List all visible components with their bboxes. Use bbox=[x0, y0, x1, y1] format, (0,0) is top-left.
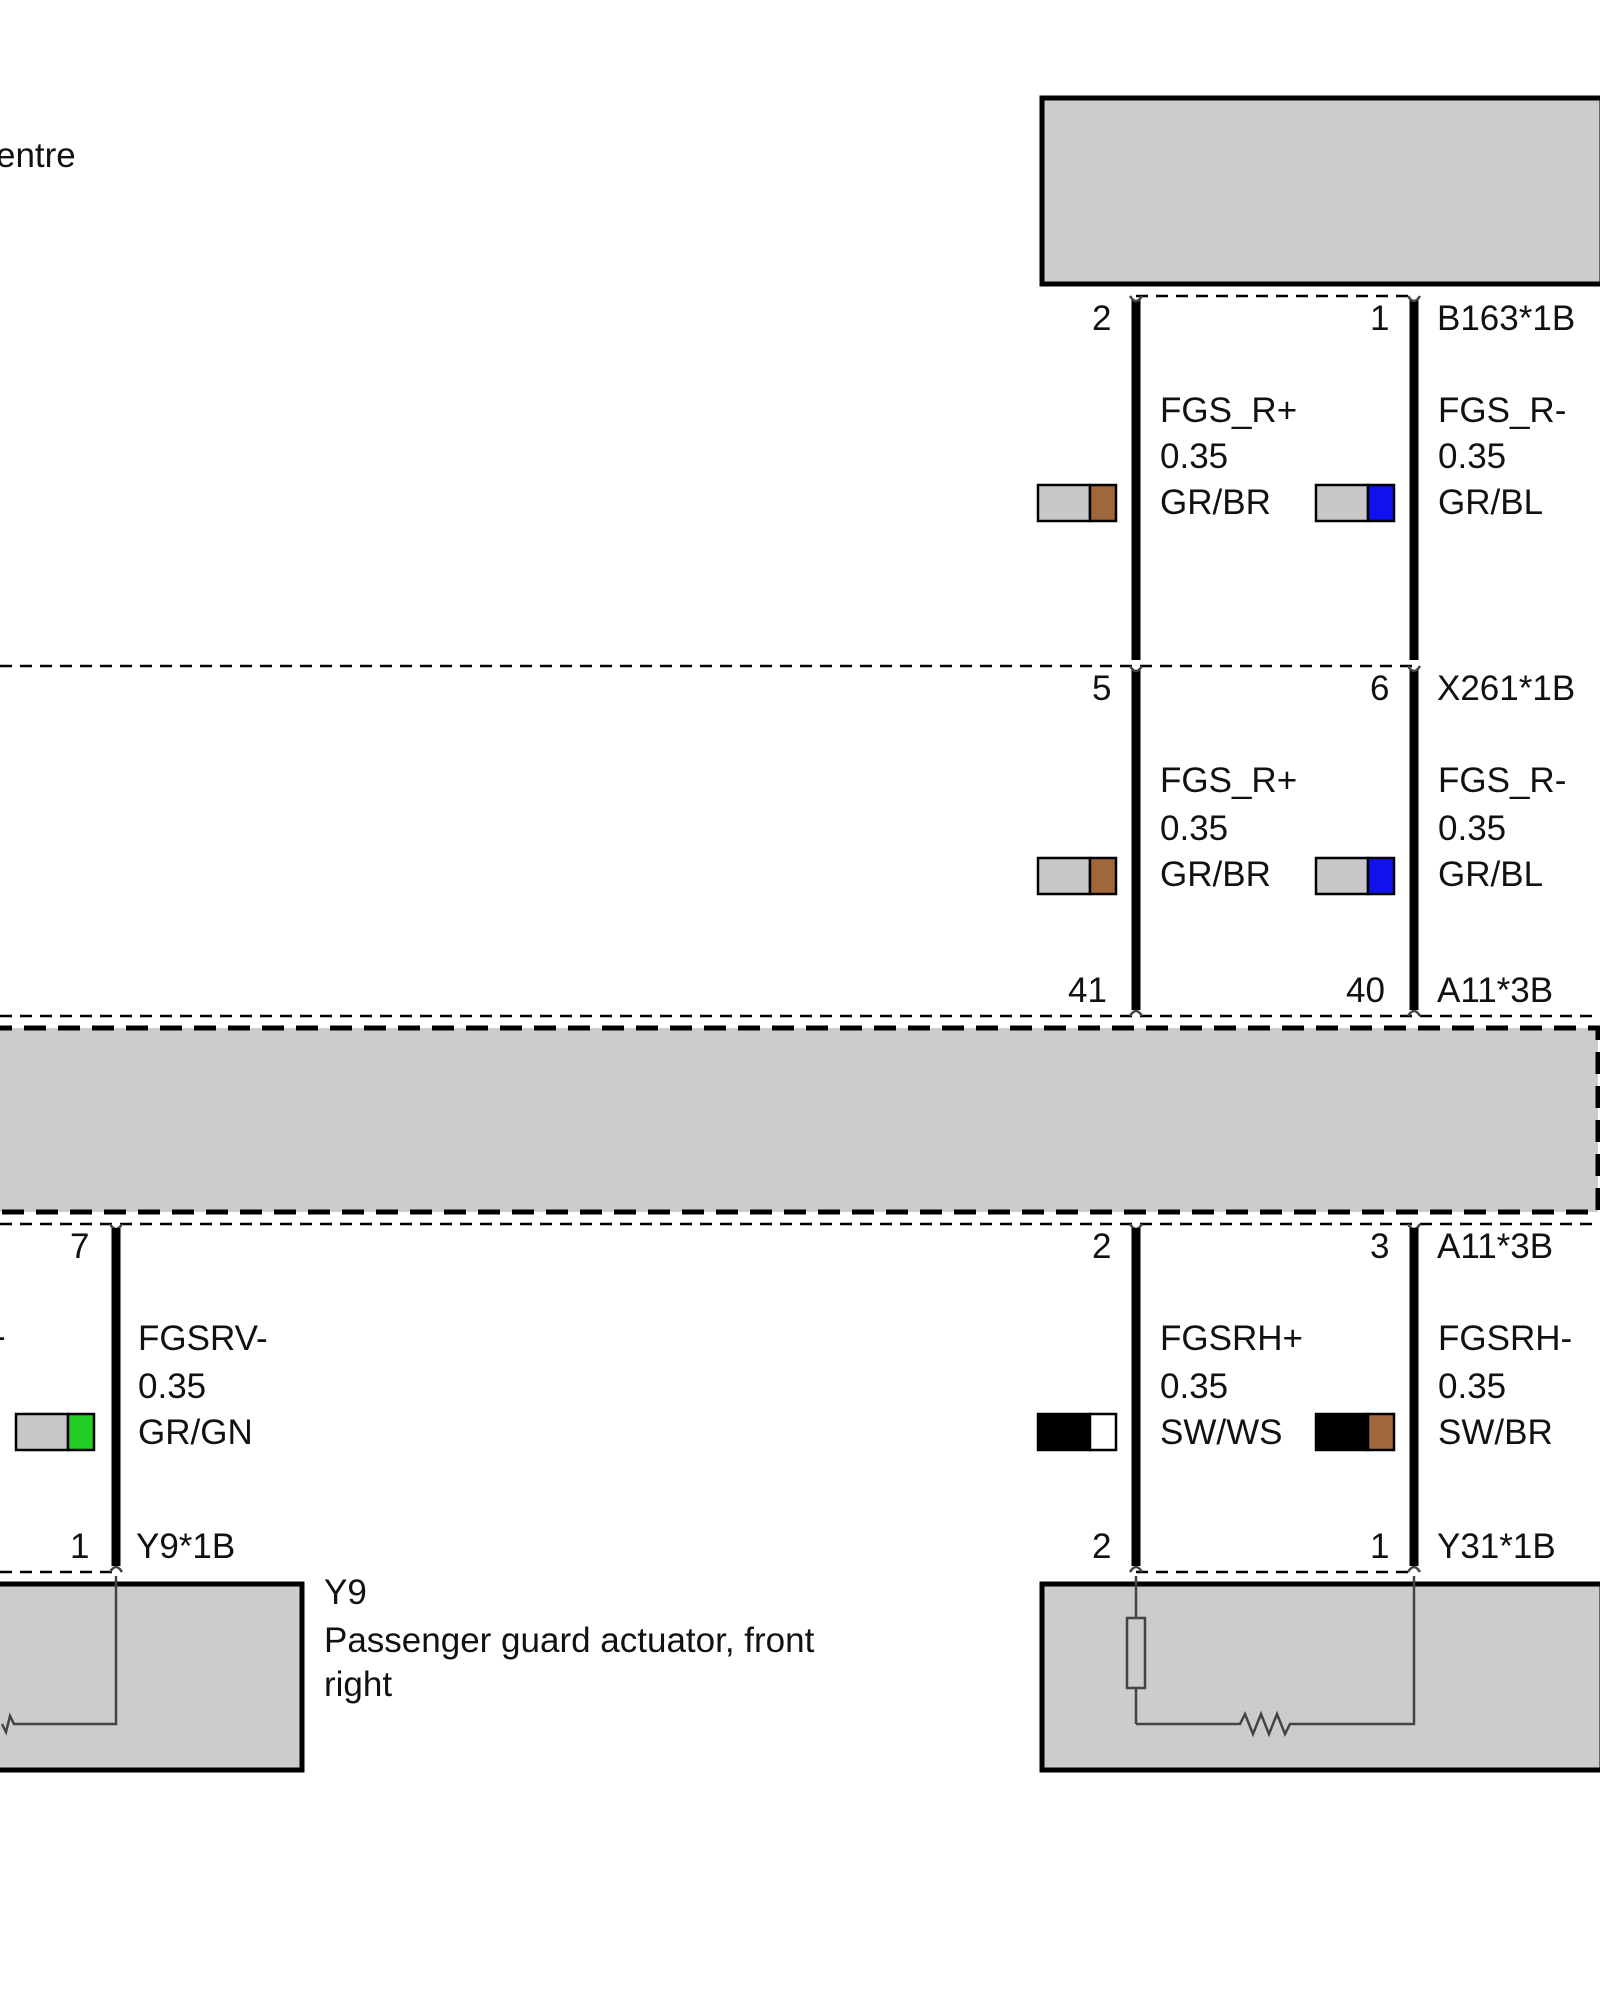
wire-signal: FGS_R- bbox=[1438, 761, 1566, 800]
color-swatch-gr bbox=[1036, 483, 1092, 523]
color-swatch-sw bbox=[1314, 1412, 1370, 1452]
wire-size: 0.35 bbox=[1438, 809, 1506, 848]
wire-signal: FGS_R+ bbox=[1160, 391, 1297, 430]
wire-signal: FGS_R+ bbox=[1160, 761, 1297, 800]
y9-desc-line2: right bbox=[324, 1665, 392, 1704]
wire-color: GR/BL bbox=[1438, 483, 1543, 522]
a11-top-connector-label: A11*3B bbox=[1437, 971, 1553, 1010]
y9-internal-circuit bbox=[0, 1576, 118, 1736]
x261-pin-right: 6 bbox=[1370, 669, 1389, 708]
resistor-zigzag-icon bbox=[1136, 1576, 1416, 1738]
a11-bottom-connector-label: A11*3B bbox=[1437, 1227, 1553, 1266]
color-swatch-bl bbox=[1366, 856, 1396, 896]
pin-hook-icon bbox=[1406, 295, 1422, 303]
color-swatch-br bbox=[1366, 1412, 1396, 1452]
color-swatch-br bbox=[1088, 483, 1118, 523]
a11-top-pin-right: 40 bbox=[1346, 971, 1385, 1010]
a11-bottom-pin-right: 3 bbox=[1370, 1227, 1389, 1266]
a11-bottom-pin-far-left: 7 bbox=[70, 1227, 89, 1266]
top-component-box bbox=[1039, 95, 1600, 287]
b163-pin-right: 1 bbox=[1370, 299, 1389, 338]
color-swatch-br bbox=[1088, 856, 1118, 896]
pin-hook-icon bbox=[1406, 665, 1422, 673]
pin-hook-icon bbox=[108, 1565, 124, 1573]
y9-desc-line1: Passenger guard actuator, front bbox=[324, 1621, 815, 1660]
wire-color: GR/BR bbox=[1160, 855, 1271, 894]
b163-pin-left: 2 bbox=[1092, 299, 1111, 338]
wire-signal: FGS_R- bbox=[1438, 391, 1566, 430]
a11-bottom-pin-left: 2 bbox=[1092, 1227, 1111, 1266]
pin-hook-icon bbox=[1406, 1009, 1422, 1017]
x261-connector-label: X261*1B bbox=[1437, 669, 1575, 708]
wire-size: 0.35 bbox=[1160, 437, 1228, 476]
wire-color: SW/WS bbox=[1160, 1413, 1282, 1452]
color-swatch-sw bbox=[1036, 1412, 1092, 1452]
y9-component-box bbox=[0, 1581, 305, 1773]
pin-hook-icon bbox=[1406, 1565, 1422, 1573]
a11-top-pin-left: 41 bbox=[1068, 971, 1107, 1010]
pin-hook-icon bbox=[1128, 295, 1144, 303]
color-swatch-gr bbox=[14, 1412, 70, 1452]
pin-hook-icon bbox=[1128, 1009, 1144, 1017]
top-partial-label: entre bbox=[0, 136, 76, 175]
resistor-box-icon bbox=[1125, 1616, 1147, 1690]
y31-pin-right: 1 bbox=[1370, 1527, 1389, 1566]
color-swatch-gr bbox=[1036, 856, 1092, 896]
wire-signal: FGSRH+ bbox=[1160, 1319, 1303, 1358]
control-unit-box bbox=[0, 1025, 1600, 1215]
b163-connector-label: B163*1B bbox=[1437, 299, 1575, 338]
y31-internal-circuit bbox=[1125, 1576, 1416, 1738]
pin-hook-icon bbox=[1128, 1565, 1144, 1573]
wire-size: 0.35 bbox=[1438, 437, 1506, 476]
wire-color: SW/BR bbox=[1438, 1413, 1553, 1452]
wire-color: GR/BR bbox=[1160, 483, 1271, 522]
color-swatch-bl bbox=[1366, 483, 1396, 523]
wire-size: 0.35 bbox=[1160, 809, 1228, 848]
wire-size: 0.35 bbox=[1438, 1367, 1506, 1406]
color-swatch-gr bbox=[1314, 856, 1370, 896]
y9-id-label: Y9 bbox=[324, 1573, 367, 1612]
wire-signal: FGSRH- bbox=[1438, 1319, 1572, 1358]
color-swatch-ws bbox=[1088, 1412, 1118, 1452]
color-swatch-gr bbox=[1314, 483, 1370, 523]
pin-hook-icon bbox=[1128, 665, 1144, 673]
y31-component-box bbox=[1039, 1581, 1600, 1773]
wire-signal: FGSRV- bbox=[138, 1319, 268, 1358]
wire-size: 0.35 bbox=[138, 1367, 206, 1406]
y9-pin: 1 bbox=[70, 1527, 89, 1566]
wire-color: GR/GN bbox=[138, 1413, 253, 1452]
partial-dash-label: - bbox=[0, 1317, 6, 1356]
wire-size: 0.35 bbox=[1160, 1367, 1228, 1406]
y31-pin-left: 2 bbox=[1092, 1527, 1111, 1566]
wire-color: GR/BL bbox=[1438, 855, 1543, 894]
color-swatch-gn bbox=[66, 1412, 96, 1452]
x261-pin-left: 5 bbox=[1092, 669, 1111, 708]
y9-connector-label: Y9*1B bbox=[136, 1527, 235, 1566]
y31-connector-label: Y31*1B bbox=[1437, 1527, 1556, 1566]
